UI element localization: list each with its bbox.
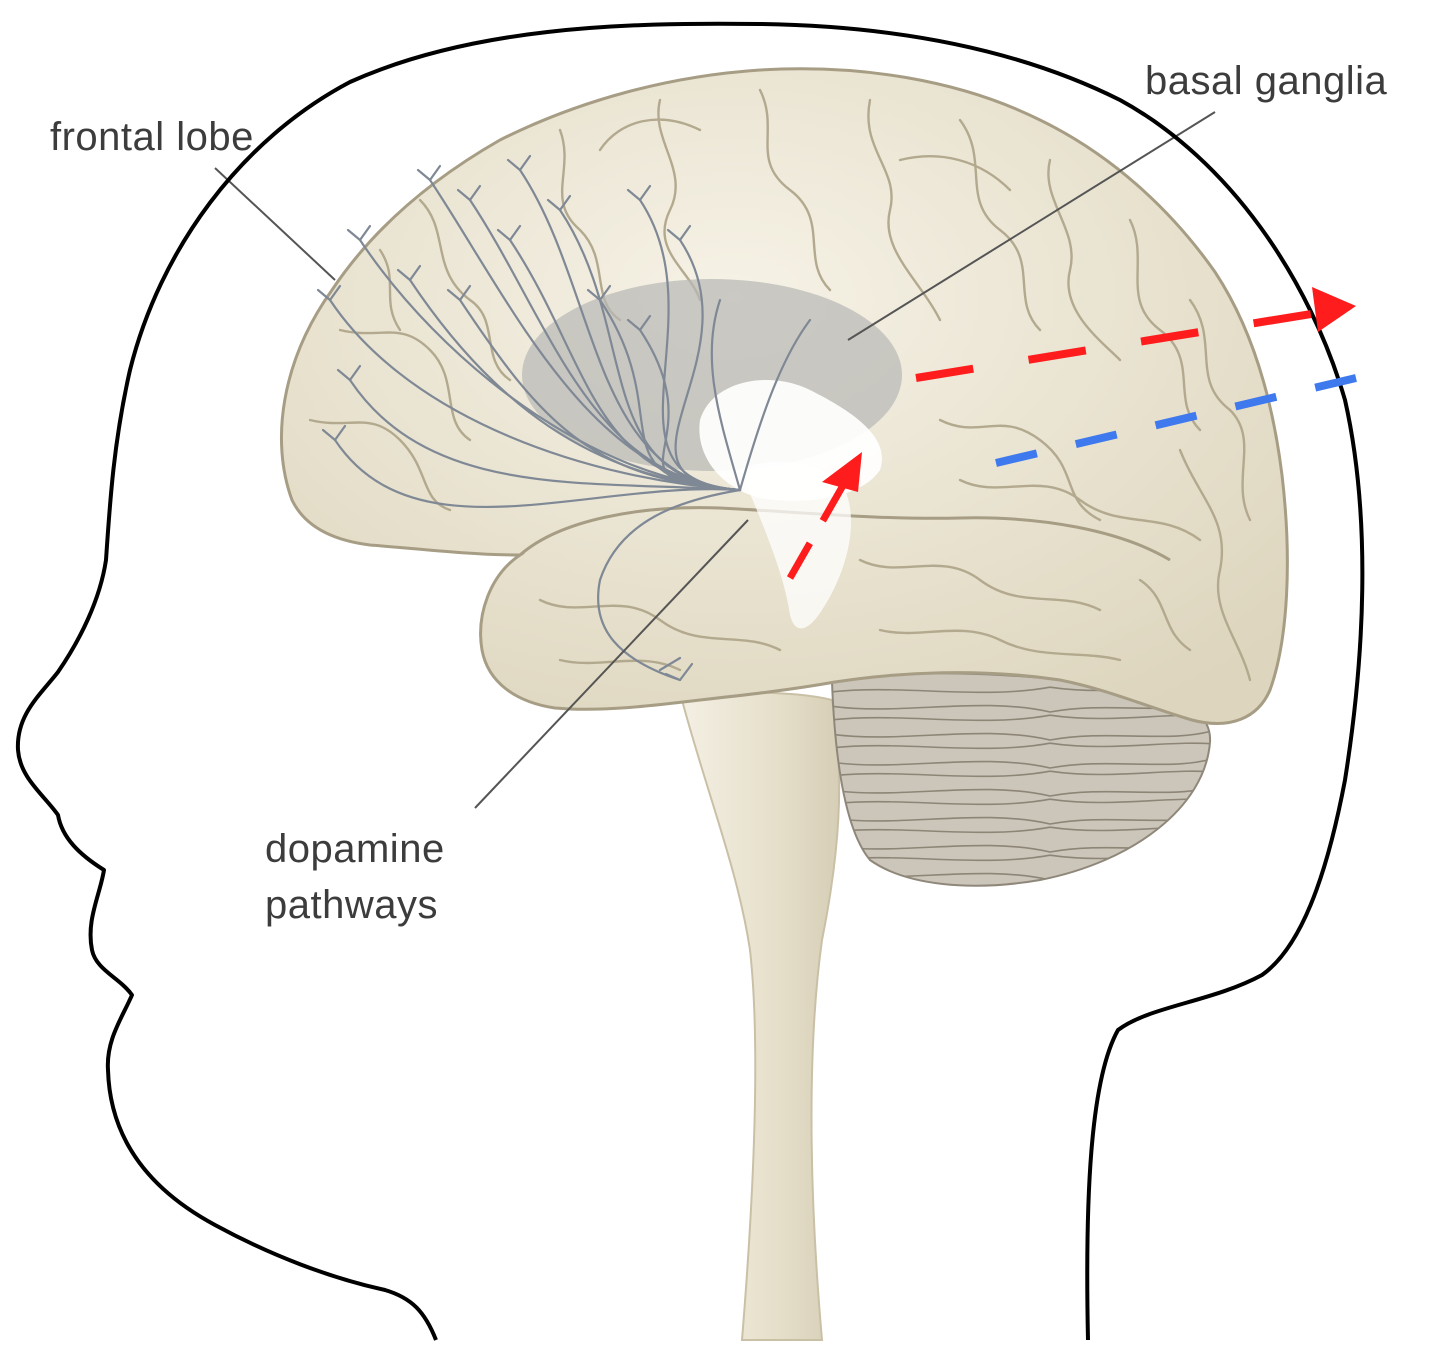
basal-ganglia-label: basal ganglia [1145,58,1387,104]
brain-stem [682,693,839,1341]
dopamine-pathway-twig [348,226,370,240]
dopamine-label-line2: pathways [265,882,438,928]
frontal-lobe-label: frontal lobe [50,114,254,160]
dopamine-pathway-twig [418,166,440,180]
frontal-lobe-leader [215,168,335,280]
dopamine-label-line1: dopamine [265,826,445,872]
